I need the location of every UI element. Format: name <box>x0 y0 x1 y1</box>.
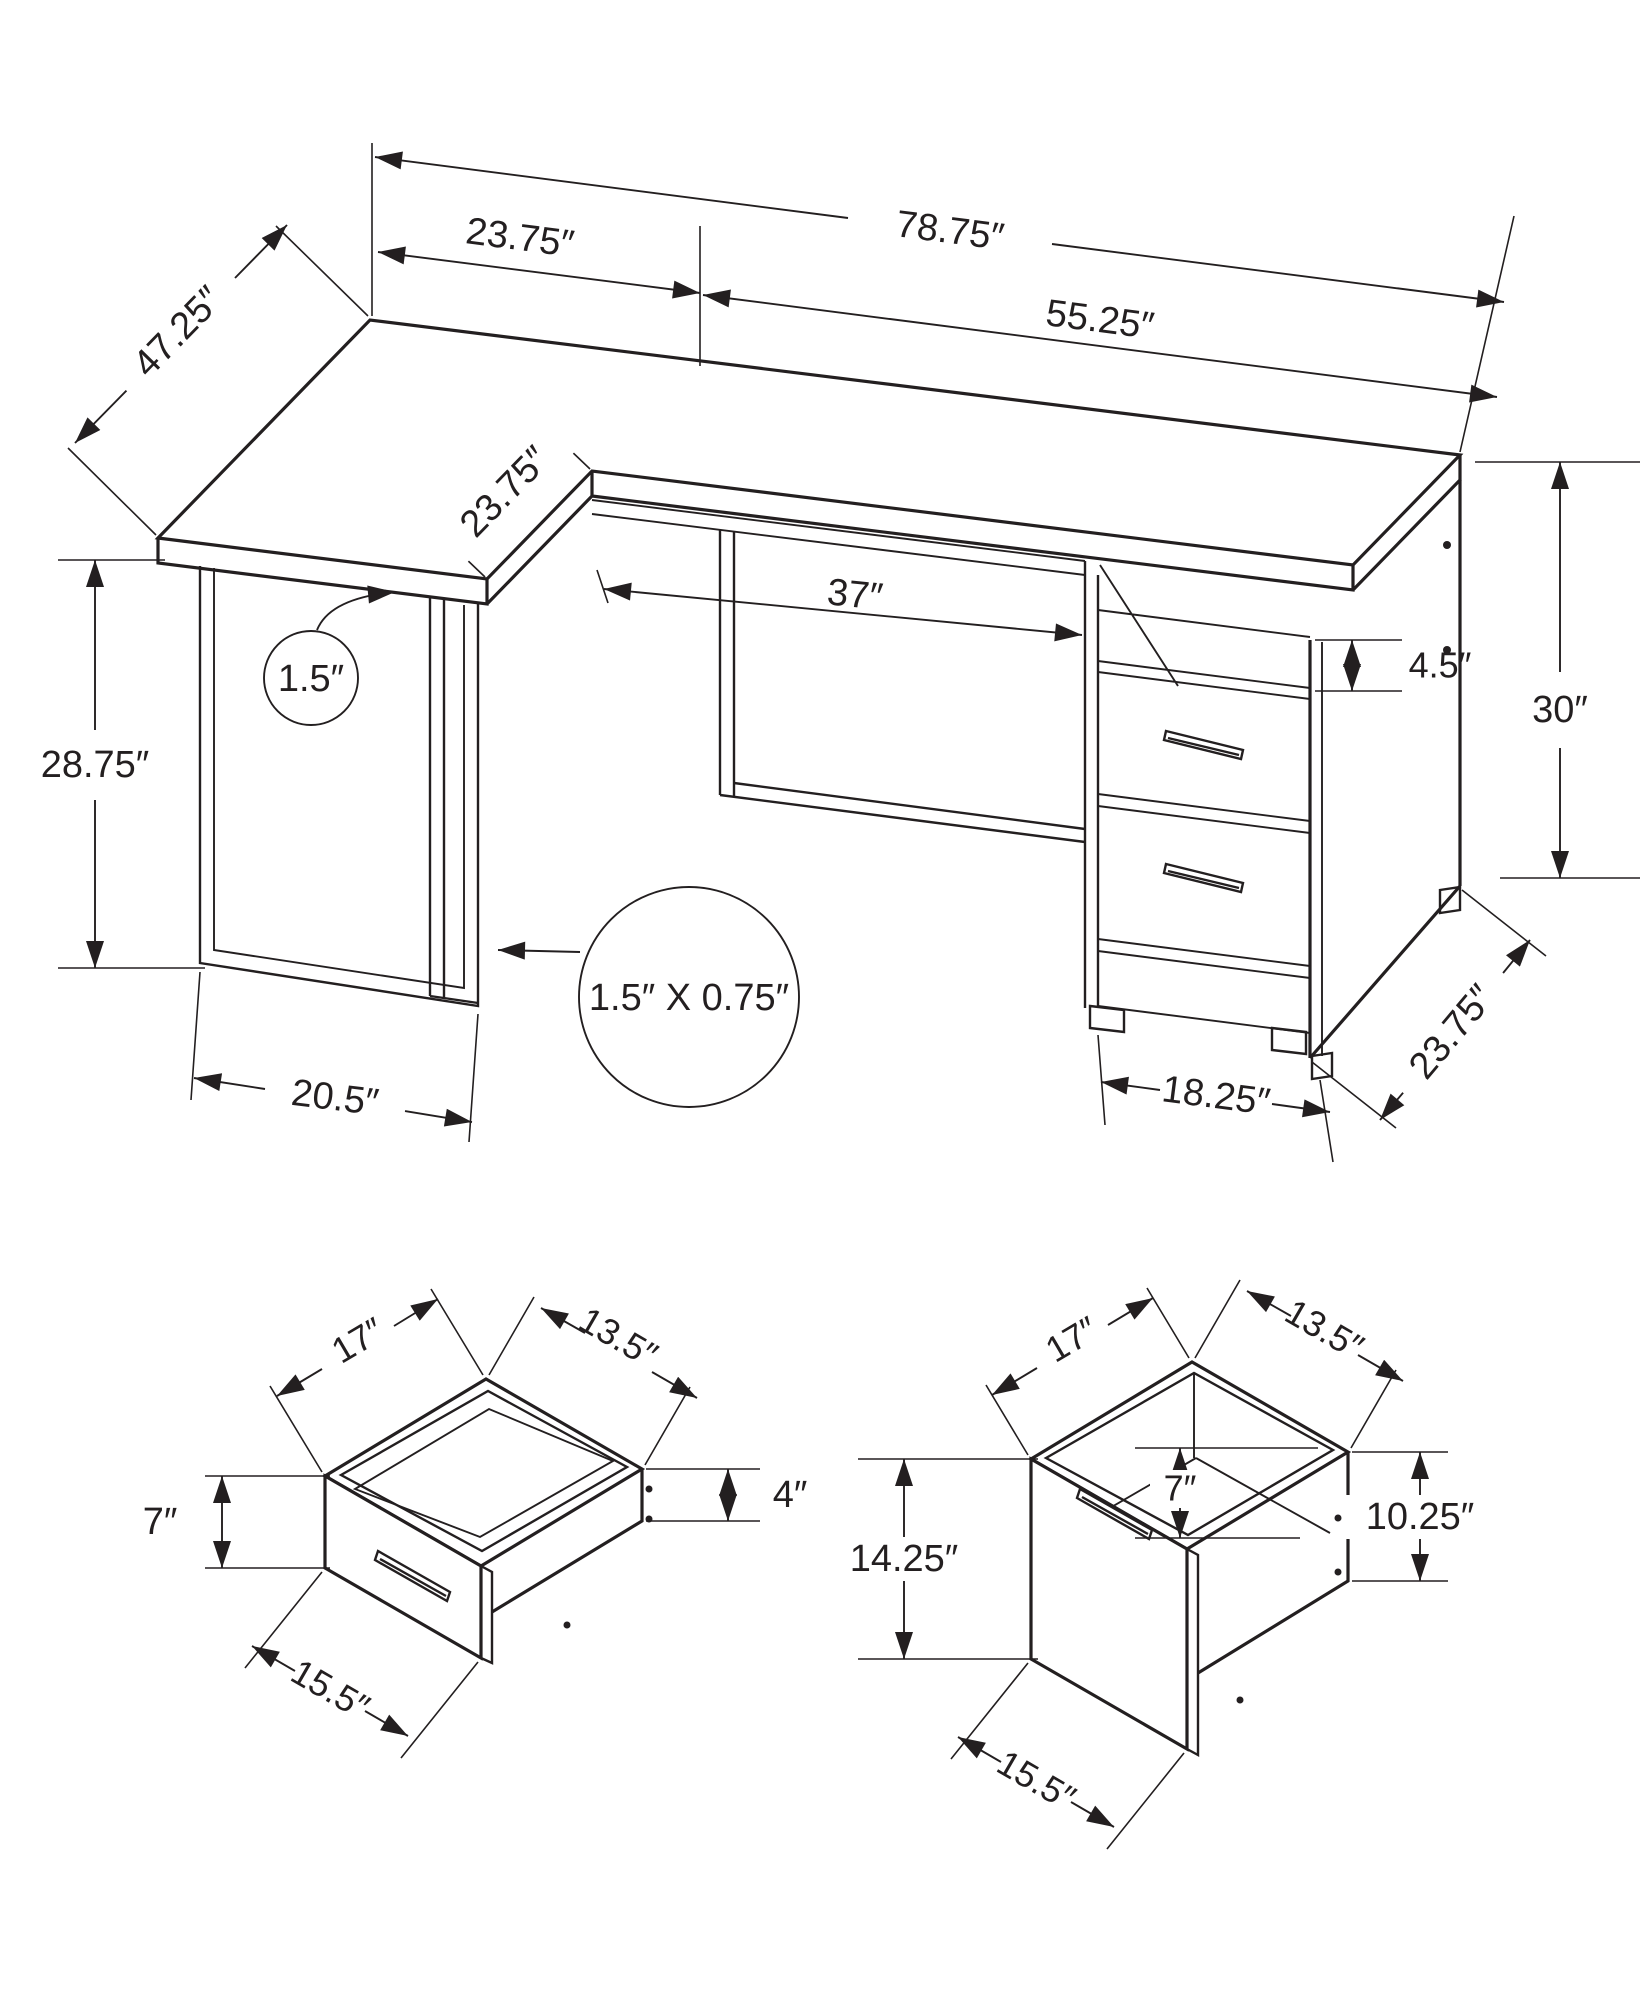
cabinet-drawer-divider <box>1097 793 1311 834</box>
dim-large-drawer-side-height-label: 10.25″ <box>1366 1496 1475 1538</box>
dim-small-drawer-depth-label: 13.5″ <box>572 1299 664 1376</box>
dim-leg-base-width-label: 20.5″ <box>289 1072 381 1124</box>
small-drawer-side <box>491 1469 644 1614</box>
dim-large-drawer-front-width-label: 15.5″ <box>990 1742 1082 1819</box>
dim-right-depth-label: 23.75″ <box>1401 977 1503 1087</box>
dim-right-depth: 23.75″ <box>1311 889 1547 1129</box>
desk-top-thickness-edges <box>156 455 1462 606</box>
dim-small-drawer-front-height: 7″ <box>143 1475 330 1569</box>
callout-leg-tube-label: 1.5″ X 0.75″ <box>589 977 789 1019</box>
dim-left-height-label: 28.75″ <box>41 744 150 786</box>
dim-large-drawer-side-height: 10.25″ <box>1342 1451 1498 1582</box>
small-drawer-view: 17″ 13.5″ 7″ 4″ 15.5″ <box>143 1288 808 1759</box>
dim-large-drawer-front-height: 14.25″ <box>826 1458 1038 1660</box>
modesty-panel <box>718 530 1086 844</box>
dim-knee-clearance: 37″ <box>596 569 1083 642</box>
cabinet-bottom <box>1097 938 1311 1034</box>
dim-overall-height: 30″ <box>1475 461 1640 879</box>
desk-apron <box>591 499 1086 576</box>
callout-top-thickness-label: 1.5″ <box>278 658 344 700</box>
left-leg-frame <box>198 566 480 1008</box>
callout-leg-tube: 1.5″ X 0.75″ <box>497 886 800 1108</box>
drawer-cabinet <box>1083 480 1462 1081</box>
dim-overall-height-label: 30″ <box>1532 689 1588 731</box>
callout-top-thickness: 1.5″ <box>263 585 396 726</box>
cabinet-feet <box>1088 1004 1308 1056</box>
dim-cubby-height-label: 4.5″ <box>1409 645 1472 686</box>
cam-hole-dot <box>1443 541 1451 549</box>
end-panel-feet <box>1310 885 1462 1081</box>
screw-dot <box>563 1621 571 1629</box>
large-drawer-view: 17″ 13.5″ 7″ 14.25″ 10.25″ <box>826 1279 1498 1850</box>
dim-large-drawer-front-height-label: 14.25″ <box>850 1538 959 1580</box>
corner-leg-posts <box>428 597 479 1005</box>
small-drawer-handle <box>373 1549 452 1603</box>
large-drawer-handle <box>1075 1487 1154 1541</box>
drawer2-handle <box>1162 862 1245 894</box>
desk-isometric-view: 78.75″ 23.75″ 55.25″ 47.25″ 23.75″ <box>18 143 1640 1163</box>
dim-small-drawer-width-label: 17″ <box>324 1309 391 1371</box>
small-drawer-floor <box>352 1407 616 1539</box>
screw-dot <box>1334 1514 1342 1522</box>
dim-total-width-label: 78.75″ <box>893 203 1006 259</box>
cabinet-left-wall <box>1083 561 1100 1008</box>
dim-small-drawer-side-height: 4″ <box>646 1468 808 1522</box>
dim-left-section-width: 23.75″ <box>377 210 701 299</box>
dim-right-section-label: 55.25″ <box>1043 292 1156 348</box>
cabinet-open-shelf <box>1097 564 1311 700</box>
screw-dot <box>1236 1696 1244 1704</box>
dim-cubby-height: 4.5″ <box>1315 639 1472 692</box>
dim-left-depth-label: 47.25″ <box>125 278 231 385</box>
screw-dot <box>645 1485 653 1493</box>
dim-small-drawer-front-width-label: 15.5″ <box>284 1651 376 1728</box>
drawer1-handle <box>1162 729 1245 761</box>
dim-large-drawer-depth-label: 13.5″ <box>1278 1291 1370 1368</box>
dim-left-section-label: 23.75″ <box>463 210 576 266</box>
cam-hole-dot <box>1443 646 1451 654</box>
dim-large-drawer-inner-depth: 7″ <box>1135 1447 1318 1539</box>
screw-dot <box>1334 1568 1342 1576</box>
dim-knee-clearance-label: 37″ <box>825 571 885 618</box>
dim-large-drawer-inner-depth-label: 7″ <box>1164 1468 1197 1509</box>
dim-small-drawer-front-height-label: 7″ <box>143 1501 178 1543</box>
dim-cabinet-width-label: 18.25″ <box>1159 1068 1272 1123</box>
dim-large-drawer-width-label: 17″ <box>1038 1308 1105 1370</box>
dim-small-drawer-side-height-label: 4″ <box>773 1474 808 1516</box>
dim-left-height: 28.75″ <box>18 559 205 969</box>
desk-end-panel <box>1308 480 1462 1060</box>
